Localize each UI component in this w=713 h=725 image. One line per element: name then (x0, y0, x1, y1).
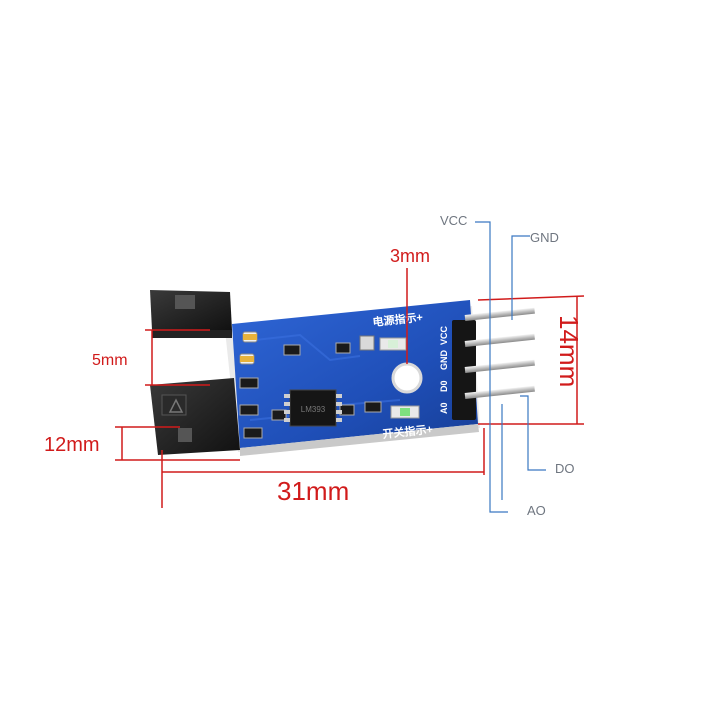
chip-marking: LM393 (301, 405, 326, 414)
pin-label-d0: D0 (439, 380, 449, 392)
smd-components (239, 331, 423, 439)
pcb-board (225, 300, 480, 456)
dimension-width: 31mm (277, 476, 349, 506)
dimension-height: 14mm (554, 315, 584, 387)
pin-label-gnd: GND (439, 350, 449, 371)
pin-label-a0: A0 (439, 402, 449, 414)
slot-sensor (150, 290, 240, 455)
callout-do: DO (555, 461, 575, 476)
pin-label-vcc: VCC (439, 325, 449, 345)
ic-chip: LM393 (284, 389, 342, 427)
pin-header (452, 307, 535, 420)
dimension-slot-height: 12mm (44, 434, 100, 456)
callout-vcc: VCC (440, 213, 467, 228)
callout-ao: AO (527, 503, 546, 518)
dimension-slot-gap: 5mm (92, 352, 128, 369)
callout-gnd: GND (530, 230, 559, 245)
dimension-hole: 3mm (390, 246, 430, 266)
dimension-lines (115, 268, 585, 508)
pin-callouts (475, 221, 546, 513)
